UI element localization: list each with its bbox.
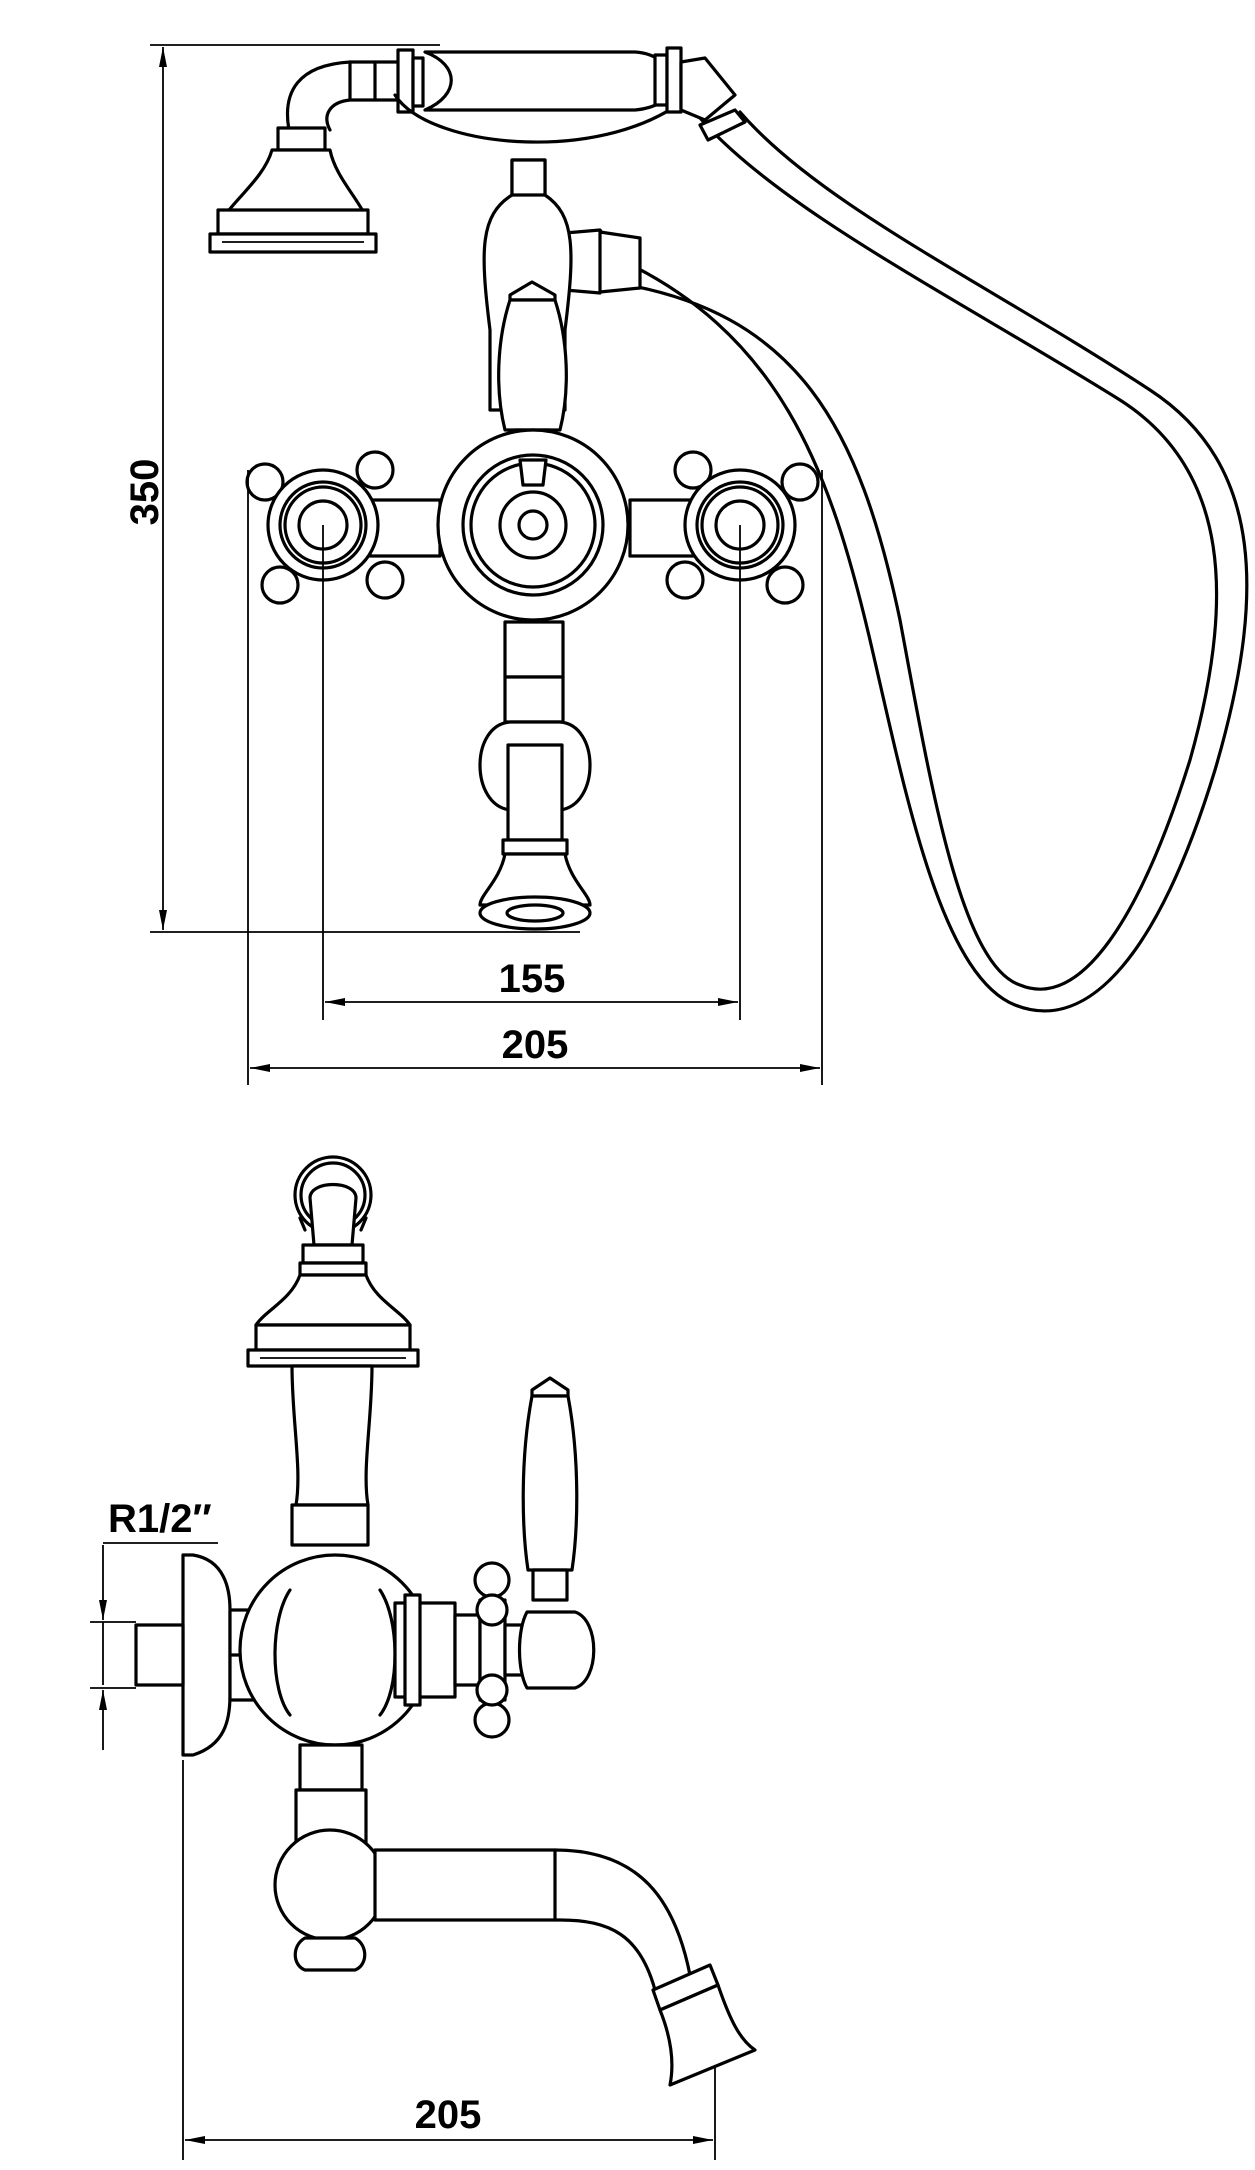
hand-shower-head xyxy=(208,126,378,254)
wall-flange xyxy=(181,1553,232,1757)
right-cross-handle xyxy=(665,450,820,605)
side-cradle-stem xyxy=(290,1364,374,1507)
side-shower-head xyxy=(246,1243,420,1368)
front-view: 350 155 205 xyxy=(123,44,1249,1085)
central-body xyxy=(436,428,630,622)
lower-spout xyxy=(478,620,592,931)
side-lever xyxy=(521,1376,579,1602)
side-dimensions xyxy=(90,1542,716,2160)
dim-overall-width-label: 205 xyxy=(502,1023,569,1067)
dim-handle-spacing-label: 155 xyxy=(499,957,566,1001)
dim-thread-label: R1/2″ xyxy=(108,1497,212,1541)
side-spout xyxy=(273,1743,757,2087)
side-hook xyxy=(293,1155,373,1247)
dim-projection-label: 205 xyxy=(415,2093,482,2137)
side-view: R1/2″ 205 xyxy=(90,1155,757,2160)
side-valve xyxy=(393,1561,596,1739)
left-arm xyxy=(368,498,442,558)
front-dimensions xyxy=(150,44,823,1085)
shower-hose-inner xyxy=(608,110,1249,1013)
inlet-stub xyxy=(134,1623,185,1687)
dim-height-label: 350 xyxy=(123,459,167,526)
handset-handle xyxy=(393,46,747,144)
shower-hose-outer xyxy=(608,116,1219,991)
